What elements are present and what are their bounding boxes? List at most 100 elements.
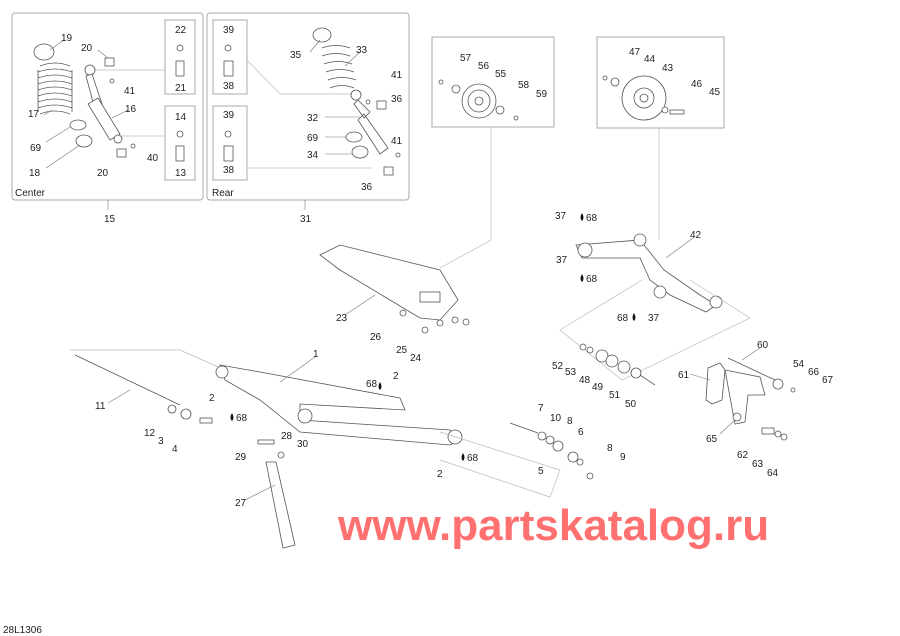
bolt (175, 60, 185, 77)
part-label: 53 (565, 367, 577, 378)
center-upper-hardware-box (164, 19, 196, 95)
part-label: 60 (757, 340, 769, 351)
part-label: 68 (617, 313, 629, 324)
part-label: 63 (752, 459, 764, 470)
bolt (223, 145, 234, 162)
watermark: www.partskatalog.ru (337, 501, 769, 550)
part-label: 3 (158, 436, 164, 447)
part-label: 46 (691, 79, 703, 90)
part-label: 56 (478, 61, 490, 72)
part-label: 67 (822, 375, 834, 386)
part-label: 6 (578, 427, 584, 438)
diagram-code: 28L1306 (3, 625, 42, 636)
ring (69, 119, 87, 131)
part-label: 33 (356, 45, 368, 56)
center-group-frame (11, 12, 204, 201)
nut (176, 130, 184, 138)
part-label: 36 (361, 182, 373, 193)
callout-labels: 19 20 22 41 21 16 17 14 69 40 18 20 13 3… (28, 25, 834, 509)
part-label: 37 (555, 211, 567, 222)
spring (321, 45, 357, 89)
leader-lines (43, 39, 761, 501)
drop-icon (230, 413, 234, 421)
spring (37, 62, 73, 115)
idler-wheel-group-a (431, 36, 555, 269)
shock-absorber (84, 64, 123, 144)
center-group-title: Center (15, 188, 46, 199)
bushing (376, 100, 387, 110)
part-label: 38 (223, 81, 235, 92)
nut (176, 44, 184, 52)
part-label: 44 (644, 54, 656, 65)
idler-wheel-group-b (596, 36, 725, 240)
drop-icon (378, 382, 382, 390)
adjuster-nut (351, 145, 369, 159)
part-label: 48 (579, 375, 591, 386)
part-label: 57 (460, 53, 472, 64)
spacer-assembly (439, 422, 594, 498)
part-label: 50 (625, 399, 637, 410)
part-label: 47 (629, 47, 641, 58)
nut (224, 130, 232, 138)
part-label: 20 (81, 43, 93, 54)
drop-icon (461, 453, 465, 461)
part-label: 4 (172, 444, 178, 455)
part-label: 41 (124, 86, 136, 97)
center-group-ref: 15 (104, 214, 116, 225)
part-label: 37 (556, 255, 568, 266)
part-label: 68 (366, 379, 378, 390)
part-label: 13 (175, 168, 187, 179)
axle-assembly (579, 343, 656, 386)
part-label: 66 (808, 367, 820, 378)
part-label: 68 (586, 213, 598, 224)
part-label: 32 (307, 113, 319, 124)
part-label: 39 (223, 110, 235, 121)
part-label: 28 (281, 431, 293, 442)
part-label: 37 (648, 313, 660, 324)
part-label: 8 (607, 443, 613, 454)
part-label: 55 (495, 69, 507, 80)
part-label: 5 (538, 466, 544, 477)
part-label: 25 (396, 345, 408, 356)
part-label: 36 (391, 94, 403, 105)
part-label: 38 (223, 165, 235, 176)
part-label: 34 (307, 150, 319, 161)
rear-group-ref: 31 (300, 214, 312, 225)
rear-upper-hardware-box (212, 19, 248, 95)
part-label: 11 (95, 401, 106, 412)
part-label: 18 (29, 168, 41, 179)
rear-lower-hardware-box (212, 105, 248, 181)
part-label: 8 (567, 416, 573, 427)
drop-icon (580, 213, 584, 221)
part-label: 35 (290, 50, 302, 61)
part-label: 30 (297, 439, 309, 450)
grease-fitting (109, 78, 115, 84)
front-arm-mount (70, 244, 470, 371)
rear-group-title: Rear (212, 188, 234, 199)
part-label: 59 (536, 89, 548, 100)
part-label: 12 (144, 428, 156, 439)
part-label: 61 (678, 370, 690, 381)
ring (345, 131, 363, 143)
part-label: 16 (125, 104, 137, 115)
part-label: 21 (175, 83, 187, 94)
part-label: 64 (767, 468, 779, 479)
part-label: 29 (235, 452, 247, 463)
bushing (383, 166, 394, 176)
adjuster-nut (75, 134, 93, 148)
part-label: 39 (223, 25, 235, 36)
rear-group-frame (206, 12, 410, 201)
part-label: 2 (437, 469, 443, 480)
part-label: 2 (393, 371, 399, 382)
bushing (116, 148, 127, 158)
part-label: 22 (175, 25, 187, 36)
part-label: 1 (313, 349, 319, 360)
part-label: 23 (336, 313, 348, 324)
rear-shock-group: Rear 31 (206, 12, 410, 225)
idler-box-b (596, 36, 725, 129)
idler-box-a (431, 36, 555, 128)
bracket-assembly (705, 357, 796, 441)
part-label: 49 (592, 382, 604, 393)
part-label: 68 (586, 274, 598, 285)
